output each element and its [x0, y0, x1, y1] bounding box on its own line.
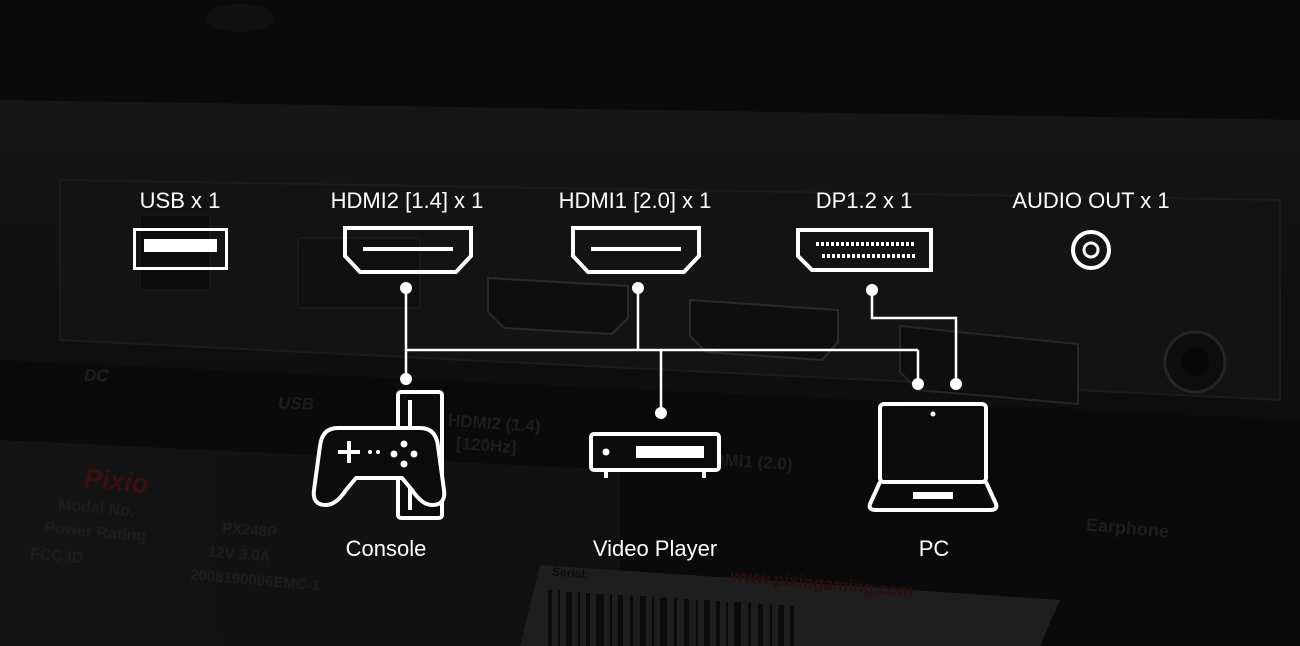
bg-screw [206, 4, 274, 32]
bg-dp-port [899, 324, 1079, 406]
video-player-icon [589, 432, 721, 478]
bg-audio-jack-hole [1181, 348, 1209, 376]
audio-jack-icon [1071, 230, 1111, 270]
connection-nodes [400, 282, 962, 419]
laptop-icon [867, 402, 999, 512]
device-label-pc: PC [918, 536, 950, 561]
bg-hdmi1-port [689, 298, 839, 362]
game-console-icon [311, 390, 447, 520]
hdmi-port-icon [343, 226, 473, 274]
device-label-video-player: Video Player [592, 536, 718, 561]
hdmi-port-icon [571, 226, 701, 274]
port-label-dp: DP1.2 x 1 [815, 188, 913, 213]
port-label-hdmi2: HDMI2 [1.4] x 1 [330, 188, 484, 213]
device-label-console: Console [345, 536, 427, 561]
rating-label [0, 440, 620, 646]
displayport-icon [796, 228, 933, 272]
usb-port-icon [133, 228, 228, 270]
serial-sticker [520, 565, 1060, 646]
connection-lines [404, 288, 958, 413]
port-label-audio-out: AUDIO OUT x 1 [1012, 188, 1170, 213]
bg-hdmi2-port [487, 276, 629, 336]
barcode [548, 590, 794, 646]
port-label-hdmi1: HDMI1 [2.0] x 1 [558, 188, 712, 213]
bg-dc-port [139, 214, 211, 291]
port-label-usb: USB x 1 [139, 188, 221, 213]
